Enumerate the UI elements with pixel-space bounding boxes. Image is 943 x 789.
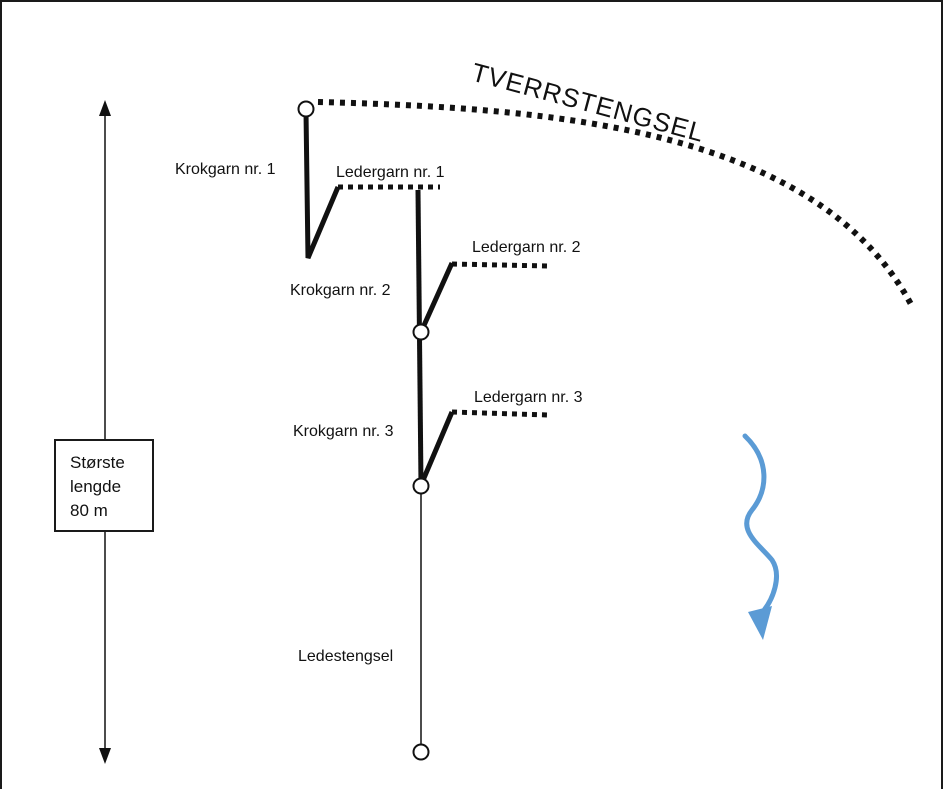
anchor-circle-top <box>297 100 315 118</box>
max-length-line-1: Største <box>70 453 125 472</box>
ledergarn-2-label: Ledergarn nr. 2 <box>472 239 581 256</box>
krokgarn-1-line <box>303 111 341 259</box>
krokgarn-1-label: Krokgarn nr. 1 <box>175 161 276 178</box>
ledestengsel-label: Ledestengsel <box>298 648 393 665</box>
max-length-line-2: lengde <box>70 477 122 496</box>
anchor-circle-bottom <box>412 743 430 761</box>
ledergarn-3-line <box>451 409 549 418</box>
krokgarn-3-label: Krokgarn nr. 3 <box>293 423 394 440</box>
length-arrow-bottom-icon <box>99 748 111 764</box>
tverrstengsel-curve <box>317 99 916 310</box>
ledergarn-3-label: Ledergarn nr. 3 <box>474 389 583 406</box>
anchor-circle-lower <box>412 477 430 495</box>
krokgarn-2-label: Krokgarn nr. 2 <box>290 282 391 299</box>
ledergarn-1-label: Ledergarn nr. 1 <box>336 164 445 181</box>
tverrstengsel-label: TVERRSTENGSEL <box>468 57 707 148</box>
ledergarn-2-line <box>451 261 549 269</box>
krokgarn-2-line <box>418 261 455 334</box>
length-arrow-top-icon <box>99 100 111 116</box>
current-arrow-shaft <box>742 433 779 618</box>
max-length-box: Største lengde 80 m <box>54 439 154 532</box>
max-length-line-3: 80 m <box>70 501 108 520</box>
krokgarn-3-line <box>418 411 455 486</box>
anchor-circle-middle <box>412 323 430 341</box>
current-arrow-head-icon <box>748 606 772 640</box>
